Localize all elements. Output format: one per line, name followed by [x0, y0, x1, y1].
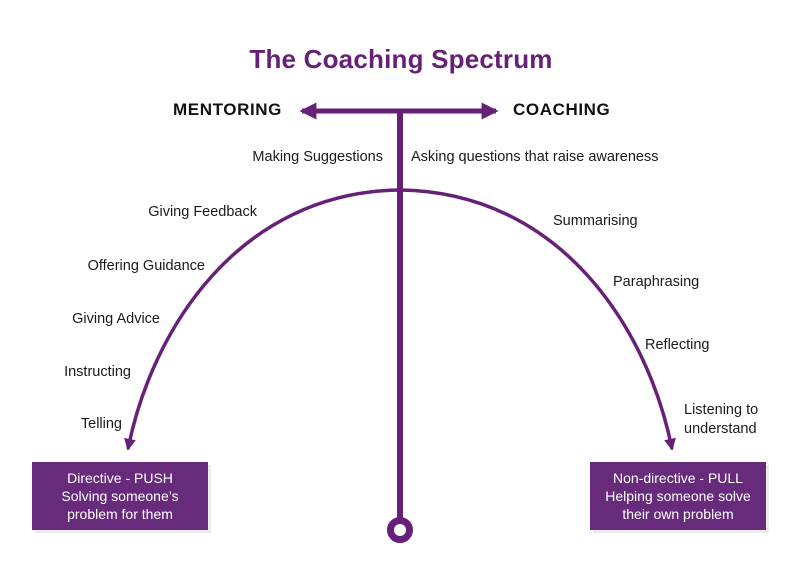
- spectrum-arc: [124, 188, 676, 451]
- label-listening-to-understand: Listening to understand: [684, 402, 759, 437]
- label-offering-guidance: Offering Guidance: [87, 258, 205, 274]
- label-giving-feedback: Giving Feedback: [148, 204, 257, 220]
- non-directive-box-line: Helping someone solve: [605, 487, 751, 504]
- page-title: The Coaching Spectrum: [249, 44, 553, 74]
- pendulum-ring-icon: [387, 517, 413, 543]
- non-directive-box-line: Non-directive - PULL: [613, 469, 743, 486]
- non-directive-pull-box: Non-directive - PULL Helping someone sol…: [590, 462, 766, 530]
- directive-push-box: Directive - PUSH Solving someone’s probl…: [32, 462, 208, 530]
- label-giving-advice: Giving Advice: [72, 311, 160, 327]
- coaching-label: COACHING: [513, 100, 611, 119]
- directive-box-line: Solving someone’s: [61, 487, 179, 504]
- directive-box-line: problem for them: [67, 506, 173, 523]
- label-making-suggestions: Making Suggestions: [252, 149, 383, 165]
- directive-box-line: Directive - PUSH: [67, 469, 173, 486]
- label-paraphrasing: Paraphrasing: [613, 274, 700, 290]
- label-summarising: Summarising: [553, 213, 638, 229]
- label-reflecting: Reflecting: [645, 337, 710, 353]
- mentoring-label: MENTORING: [173, 100, 282, 119]
- label-instructing: Instructing: [64, 364, 131, 380]
- label-asking-questions: Asking questions that raise awareness: [411, 149, 659, 165]
- non-directive-box-line: their own problem: [622, 506, 734, 523]
- label-telling: Telling: [80, 416, 122, 432]
